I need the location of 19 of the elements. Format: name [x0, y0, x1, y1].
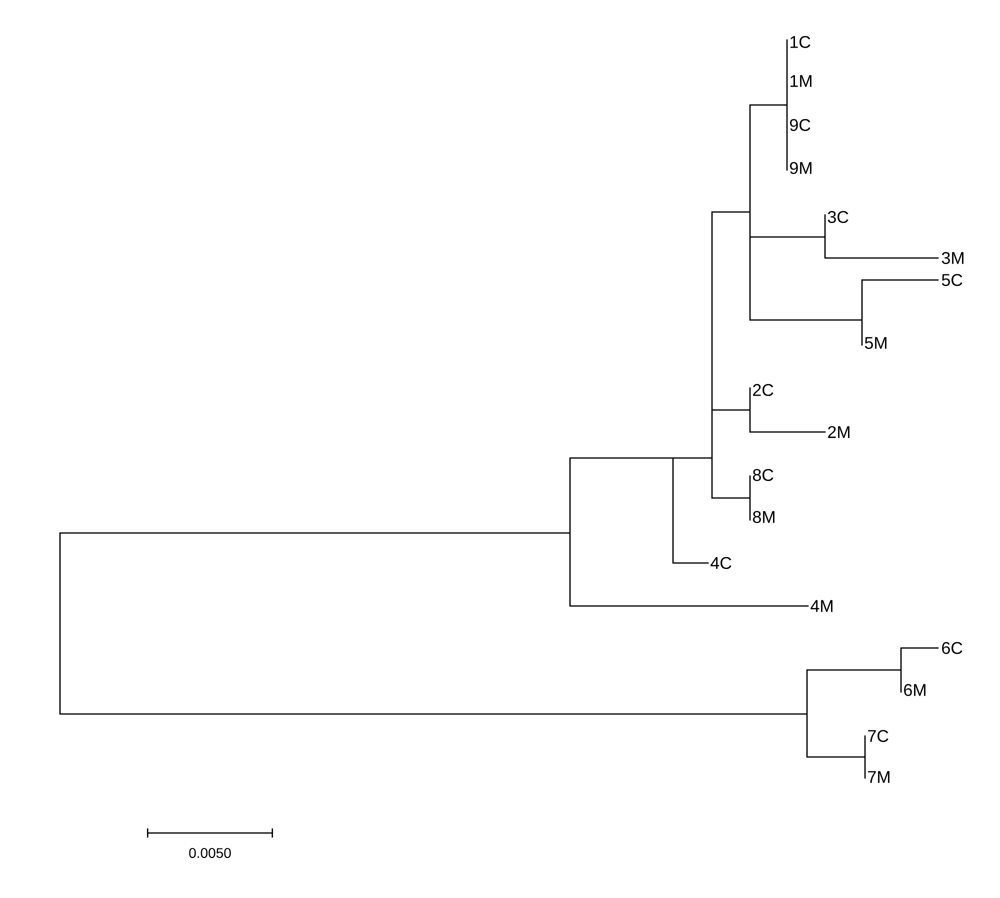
leaf-label: 5C: [942, 274, 962, 286]
leaf-label: 4C: [710, 557, 732, 570]
leaf-label: 4M: [810, 600, 832, 612]
leaf-label: 3C: [828, 210, 848, 224]
leaf-label: 7C: [868, 730, 888, 742]
leaf-label: 8M: [752, 511, 774, 524]
leaf-label: 1C: [790, 36, 810, 48]
leaf-label: 9M: [790, 162, 812, 174]
leaf-label: 3M: [942, 252, 964, 264]
leaf-label: 2C: [753, 384, 774, 396]
leaf-label: 6C: [942, 642, 962, 654]
leaf-label: 1M: [790, 75, 812, 87]
scale-label: 0.0050: [189, 848, 231, 858]
leaf-label: 5M: [864, 337, 886, 349]
leaf-label: 2M: [828, 426, 850, 438]
leaf-label: 8C: [752, 469, 774, 482]
leaf-label: 6M: [904, 684, 926, 696]
leaf-label: 7M: [868, 771, 890, 783]
leaf-label: 9C: [790, 118, 810, 132]
